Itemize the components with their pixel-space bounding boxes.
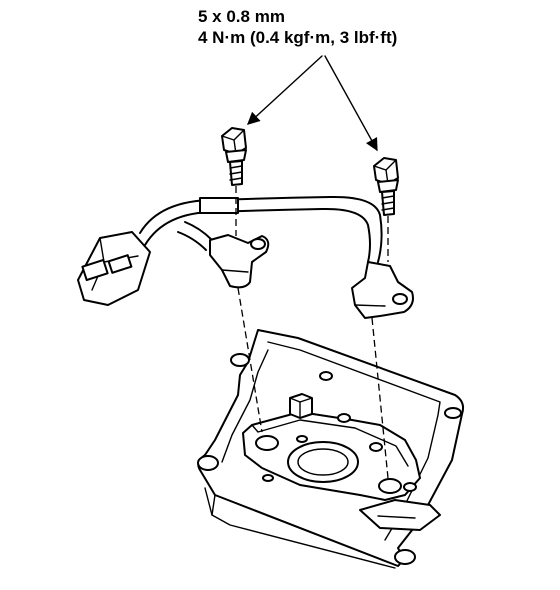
torque-spec-label: 4 N·m (0.4 kgf·m, 3 lbf·ft): [198, 28, 398, 47]
right-sensor: [351, 261, 414, 319]
leader-arrows: [247, 55, 378, 152]
wire-harness: [139, 195, 383, 263]
left-sensor: [209, 234, 270, 289]
cover-plate: [197, 329, 465, 569]
bolt-size-label: 5 x 0.8 mm: [198, 7, 285, 26]
harness-connector: [77, 231, 151, 306]
assembly-guides: [235, 186, 389, 479]
left-bolt: [221, 127, 247, 186]
right-bolt: [373, 157, 399, 216]
